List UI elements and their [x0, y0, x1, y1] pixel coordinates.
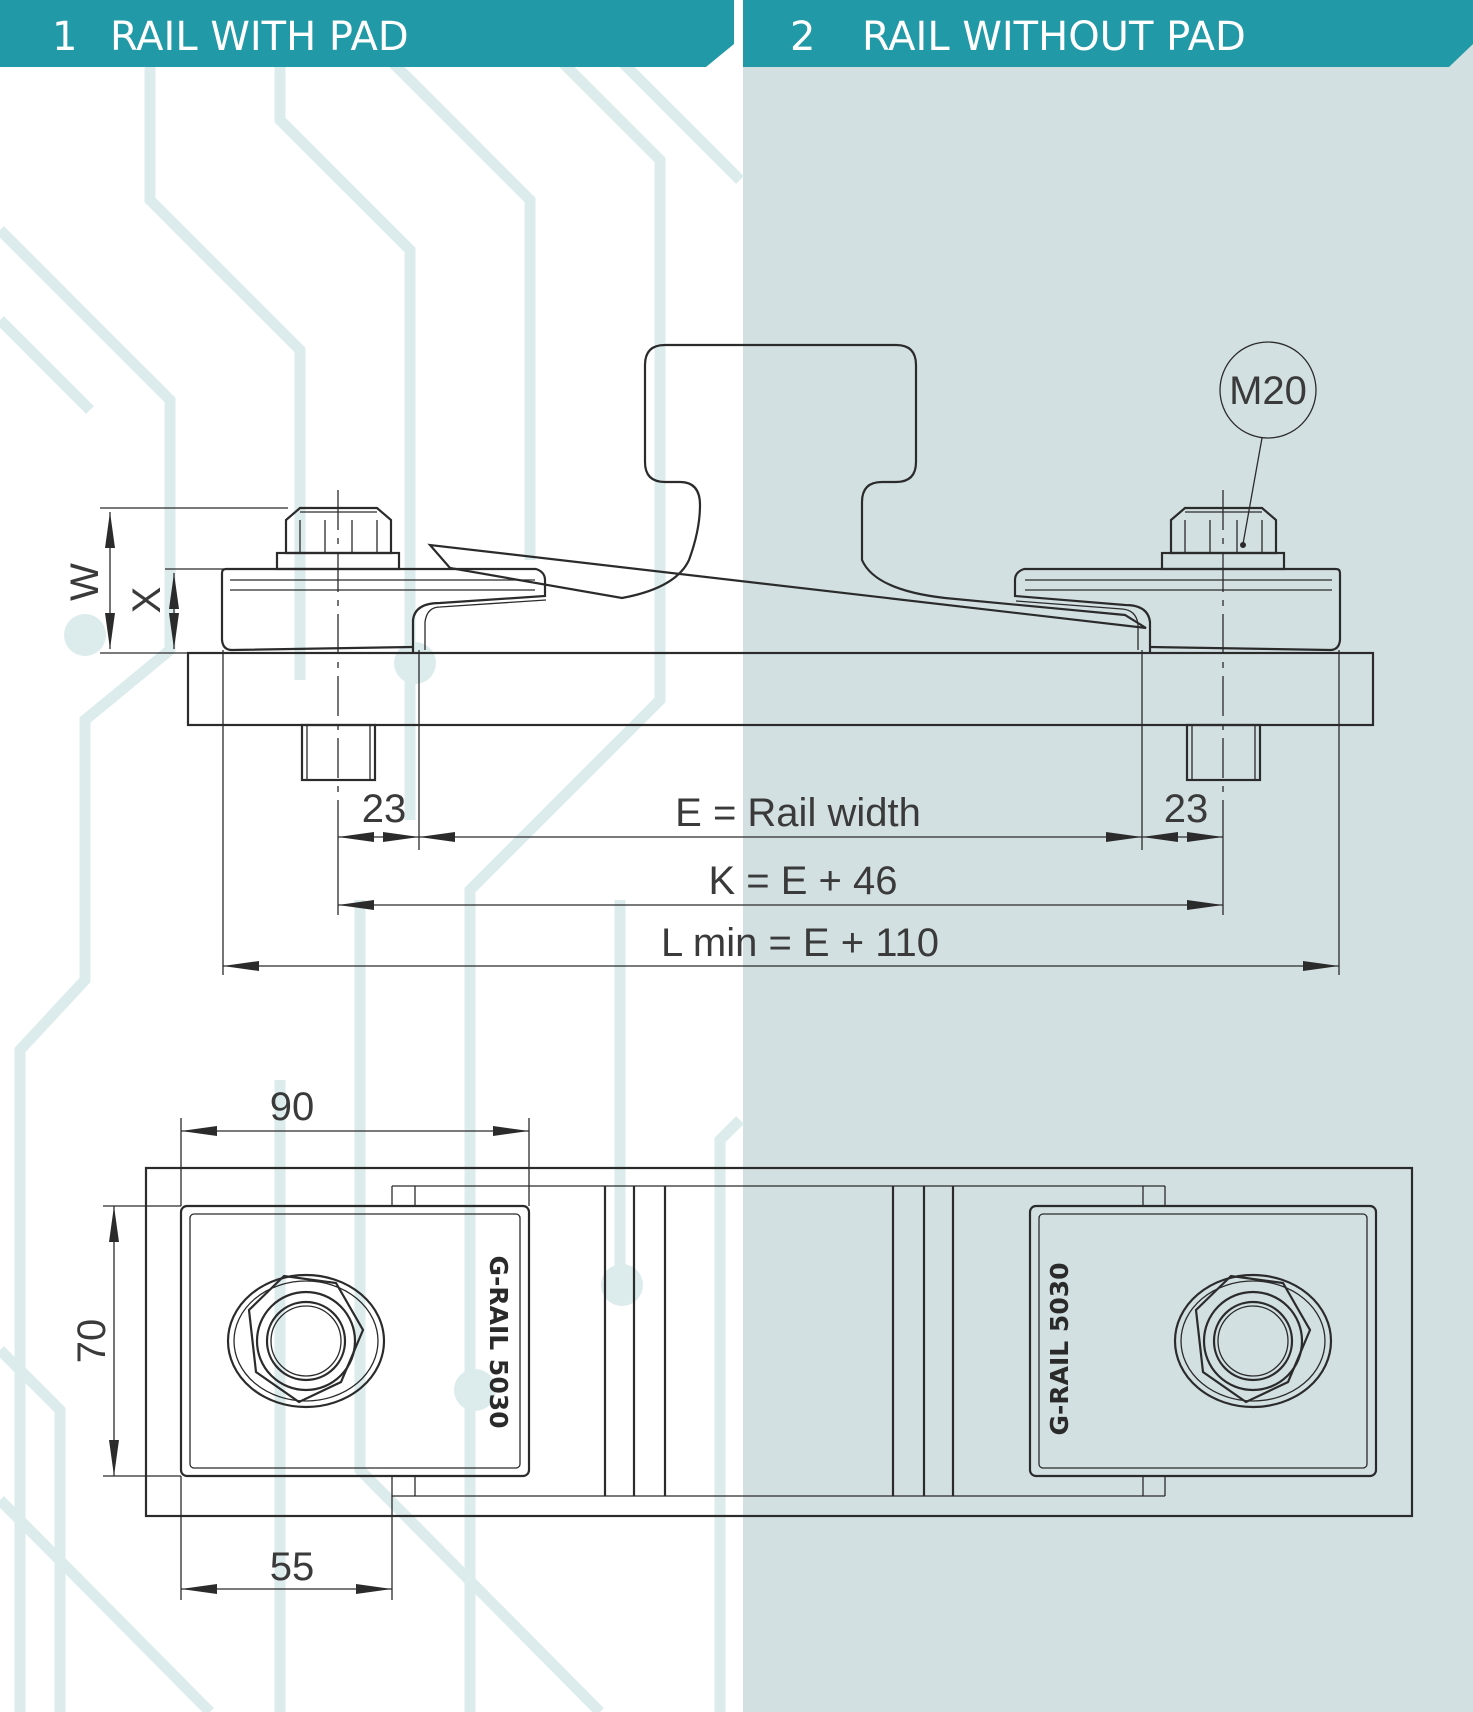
dim-offset-left: 23 [362, 787, 407, 831]
base-plate-top [144, 1166, 1414, 1518]
dim-w-label: W [63, 563, 107, 601]
dim-rail-width: E = Rail width [675, 791, 921, 835]
height-dimensions: W X [63, 507, 288, 654]
header-right-title: RAIL WITHOUT PAD [862, 14, 1246, 60]
dim-l-min: L min = E + 110 [661, 921, 939, 965]
rail-top-outline [391, 1185, 1166, 1497]
right-nut-top [1173, 1273, 1333, 1409]
brand-label-right: G-RAIL 5030 [1045, 1262, 1074, 1435]
bolt-size-callout: M20 [1219, 341, 1317, 548]
brand-label-left: G-RAIL 5030 [484, 1255, 513, 1428]
header-right-number: 2 [790, 14, 815, 60]
right-panel-background [743, 0, 1473, 1712]
right-clamp-top: G-RAIL 5030 [1028, 1204, 1378, 1478]
dim-k: K = E + 46 [708, 859, 897, 903]
base-plate [186, 651, 1375, 727]
header-right: 2 RAIL WITHOUT PAD [743, 0, 1473, 67]
header-left: 1 RAIL WITH PAD [0, 0, 734, 67]
header-left-title: RAIL WITH PAD [110, 14, 409, 60]
dim-x-label: X [125, 587, 169, 614]
dim-90: 90 [270, 1085, 315, 1129]
dim-70: 70 [70, 1319, 114, 1364]
side-view: M20 W X [63, 341, 1375, 975]
left-nut-top [226, 1273, 386, 1409]
dim-offset-right: 23 [1164, 787, 1209, 831]
width-dimensions: 23 E = Rail width 23 K = E + 46 L min = … [223, 787, 1339, 971]
rail-profile [427, 343, 1147, 630]
circuit-background [0, 56, 744, 1712]
top-view: G-RAIL 5030 G-RAIL 5030 [70, 1085, 1414, 1600]
left-clamp [220, 567, 547, 652]
top-view-dimensions: 90 70 55 [70, 1085, 530, 1600]
bolt-size-label: M20 [1229, 369, 1307, 413]
right-clamp [1013, 567, 1342, 652]
header-left-number: 1 [52, 14, 77, 60]
left-bolt [275, 490, 401, 800]
left-clamp-top: G-RAIL 5030 [179, 1204, 531, 1478]
dim-55: 55 [270, 1545, 315, 1589]
extension-lines [222, 650, 1340, 975]
